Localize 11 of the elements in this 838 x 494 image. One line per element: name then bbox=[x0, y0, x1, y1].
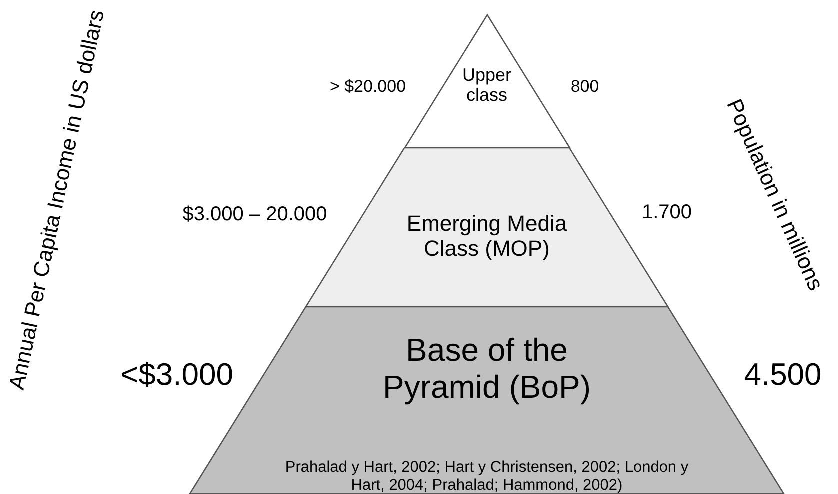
tier-label: Base of the Pyramid (BoP) bbox=[382, 332, 592, 406]
income-label: > $20.000 bbox=[330, 77, 406, 97]
tier-label: Upper class bbox=[461, 64, 512, 106]
income-label: $3.000 – 20.000 bbox=[182, 204, 328, 226]
income-label: <$3.000 bbox=[120, 357, 234, 393]
population-label: 1.700 bbox=[642, 202, 692, 224]
tier-label: Emerging Media Class (MOP) bbox=[406, 210, 568, 262]
population-label: 4.500 bbox=[744, 357, 822, 393]
axis-title: Annual Per Capita Income in US dollars bbox=[4, 8, 110, 392]
population-label: 800 bbox=[570, 77, 600, 97]
citation-text: Prahalad y Hart, 2002; Hart y Christensen, 2002; London y Hart, 2004; Prahalad; Hammond, 2002) bbox=[284, 459, 690, 494]
